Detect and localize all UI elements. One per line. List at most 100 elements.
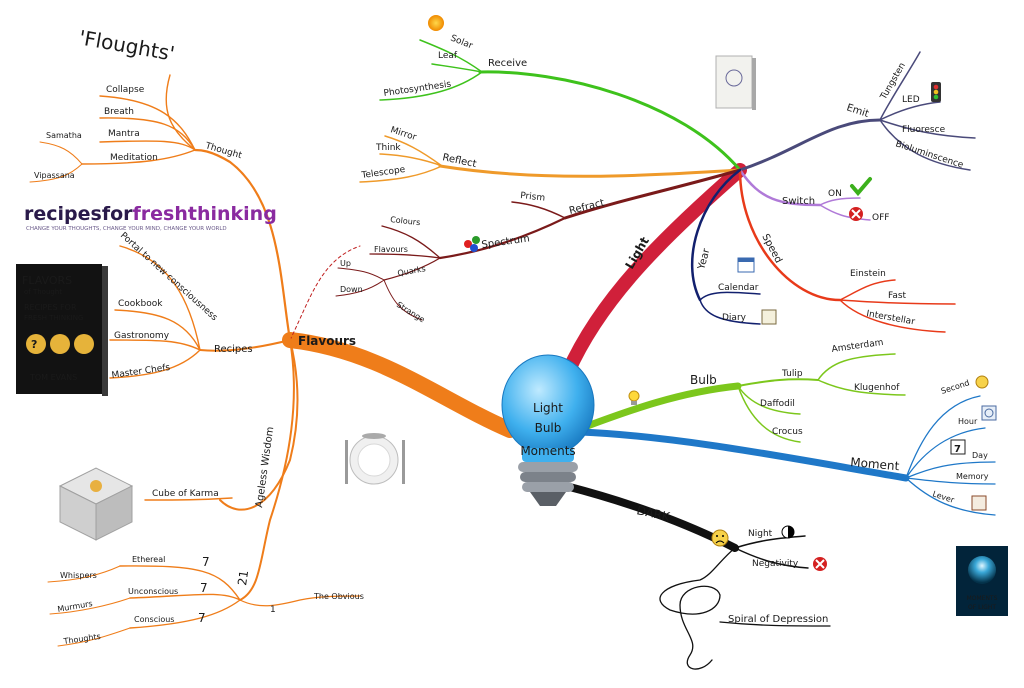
science-book-image [715, 55, 756, 110]
label-spiral: Spiral of Depression [728, 614, 828, 625]
recipes-logo-tagline: CHANGE YOUR THOUGHTS, CHANGE YOUR MIND, … [26, 226, 227, 232]
label-seven-1: 7 [202, 555, 210, 569]
label-hour: Hour [958, 417, 978, 426]
branch-bulb [578, 382, 742, 432]
label-meditation: Meditation [110, 153, 158, 163]
floughts-title: 'Floughts' [77, 25, 176, 65]
spectrum-icon [464, 236, 480, 252]
label-colours: Colours [390, 215, 421, 227]
moments-of-light-logo: MOMENTS OF LIGHT [956, 546, 1008, 616]
cube-of-karma-image [58, 467, 134, 541]
label-fast: Fast [888, 291, 907, 301]
traffic-light-icon [931, 82, 941, 102]
label-seven-3: 7 [198, 611, 206, 625]
label-second: Second [940, 378, 971, 396]
label-strange: Strange [395, 300, 427, 324]
recipes-logo-part1: recipesfor [24, 203, 133, 225]
label-up: Up [340, 259, 351, 268]
label-think: Think [375, 143, 401, 153]
label-on: ON [828, 189, 842, 199]
branch-moment [576, 428, 910, 482]
label-klugenhof: Klugenhof [854, 383, 900, 393]
label-leaf: Leaf [438, 51, 458, 61]
book-line1: FLAVORS [22, 274, 72, 287]
book-line4: FRESH THINKING [24, 314, 83, 322]
label-night: Night [748, 529, 773, 539]
label-ageless: Ageless Wisdom [254, 426, 276, 508]
central-label-3: Moments [520, 444, 575, 458]
label-day: Day [972, 451, 988, 460]
central-bulb[interactable]: Light Bulb Moments [501, 354, 595, 506]
label-mantra: Mantra [108, 129, 140, 139]
recipes-logo-part2: freshthinking [133, 203, 277, 225]
label-off: OFF [872, 213, 889, 223]
book-line3: RECIPES FOR [24, 303, 77, 312]
branch-label-dark: DARK [635, 503, 672, 524]
label-ethereal: Ethereal [132, 555, 165, 564]
label-portal: Portal to new consciousness [118, 231, 219, 324]
negativity-cross-icon [813, 557, 827, 571]
branch-label-bulb: Bulb [690, 373, 717, 387]
diary-icon [761, 309, 777, 325]
label-mirror: Mirror [389, 125, 418, 143]
label-cookbook: Cookbook [118, 299, 163, 309]
label-memory: Memory [956, 472, 989, 481]
label-refract: Refract [568, 198, 606, 217]
label-conscious: Conscious [134, 615, 174, 624]
lever-icon [971, 495, 987, 511]
label-switch: Switch [782, 196, 815, 207]
check-icon [850, 177, 872, 197]
lightbulb-icon [628, 390, 640, 405]
day-calendar-icon: 7 [950, 439, 966, 455]
label-led: LED [902, 95, 920, 105]
sad-face-icon [711, 529, 729, 547]
label-year: Year [696, 247, 713, 272]
label-crocus: Crocus [772, 427, 803, 437]
label-twentyone: 21 [235, 569, 251, 586]
label-flavours-sub: Flavours [374, 245, 408, 254]
branch-label-moment: Moment [850, 455, 900, 473]
label-daffodil: Daffodil [760, 399, 795, 409]
label-unconscious: Unconscious [128, 587, 178, 596]
label-solar: Solar [449, 34, 474, 52]
label-spectrum: Spectrum [481, 233, 531, 251]
label-emit: Emit [845, 102, 870, 120]
label-thoughts: Thoughts [62, 632, 101, 646]
label-bioluminscence: Bioluminscence [894, 139, 965, 171]
label-negativity: Negativity [752, 559, 799, 569]
calendar-icon [737, 257, 755, 273]
label-master-chefs: Master Chefs [111, 363, 171, 381]
label-fluoresce: Fluoresce [902, 125, 946, 135]
svg-text:?: ? [31, 338, 37, 351]
label-down: Down [340, 285, 363, 294]
label-gastronomy: Gastronomy [114, 331, 170, 341]
label-one: 1 [270, 605, 276, 615]
label-prism: Prism [520, 191, 546, 204]
half-moon-icon [781, 525, 795, 539]
label-whispers: Whispers [60, 571, 97, 580]
branch-flavours [282, 332, 518, 438]
moments-logo-line2: OF LIGHT [968, 604, 996, 611]
book-author: TOM EVANS [29, 373, 77, 382]
label-calendar: Calendar [718, 283, 759, 293]
label-breath: Breath [104, 107, 134, 117]
label-recipes: Recipes [214, 344, 253, 355]
branch-light [561, 163, 747, 379]
plate-cutlery-image [345, 433, 405, 485]
label-the-obvious: The Obvious [313, 592, 364, 601]
label-receive: Receive [488, 58, 527, 69]
svg-text:recipesforfreshthinking: recipesforfreshthinking [24, 203, 277, 225]
branch-label-flavours: Flavours [298, 334, 356, 348]
label-quarks: Quarks [397, 264, 426, 278]
cross-icon [849, 207, 863, 221]
svg-text:7: 7 [954, 444, 961, 455]
label-diary: Diary [722, 313, 747, 323]
label-amsterdam: Amsterdam [831, 338, 884, 355]
sun-icon [428, 15, 444, 31]
stopwatch-icon [975, 375, 989, 389]
recipes-logo: recipesforfreshthinking CHANGE YOUR THOU… [24, 203, 277, 232]
clock-icon [981, 405, 997, 421]
central-label-2: Bulb [535, 421, 562, 435]
label-collapse: Collapse [106, 85, 145, 95]
